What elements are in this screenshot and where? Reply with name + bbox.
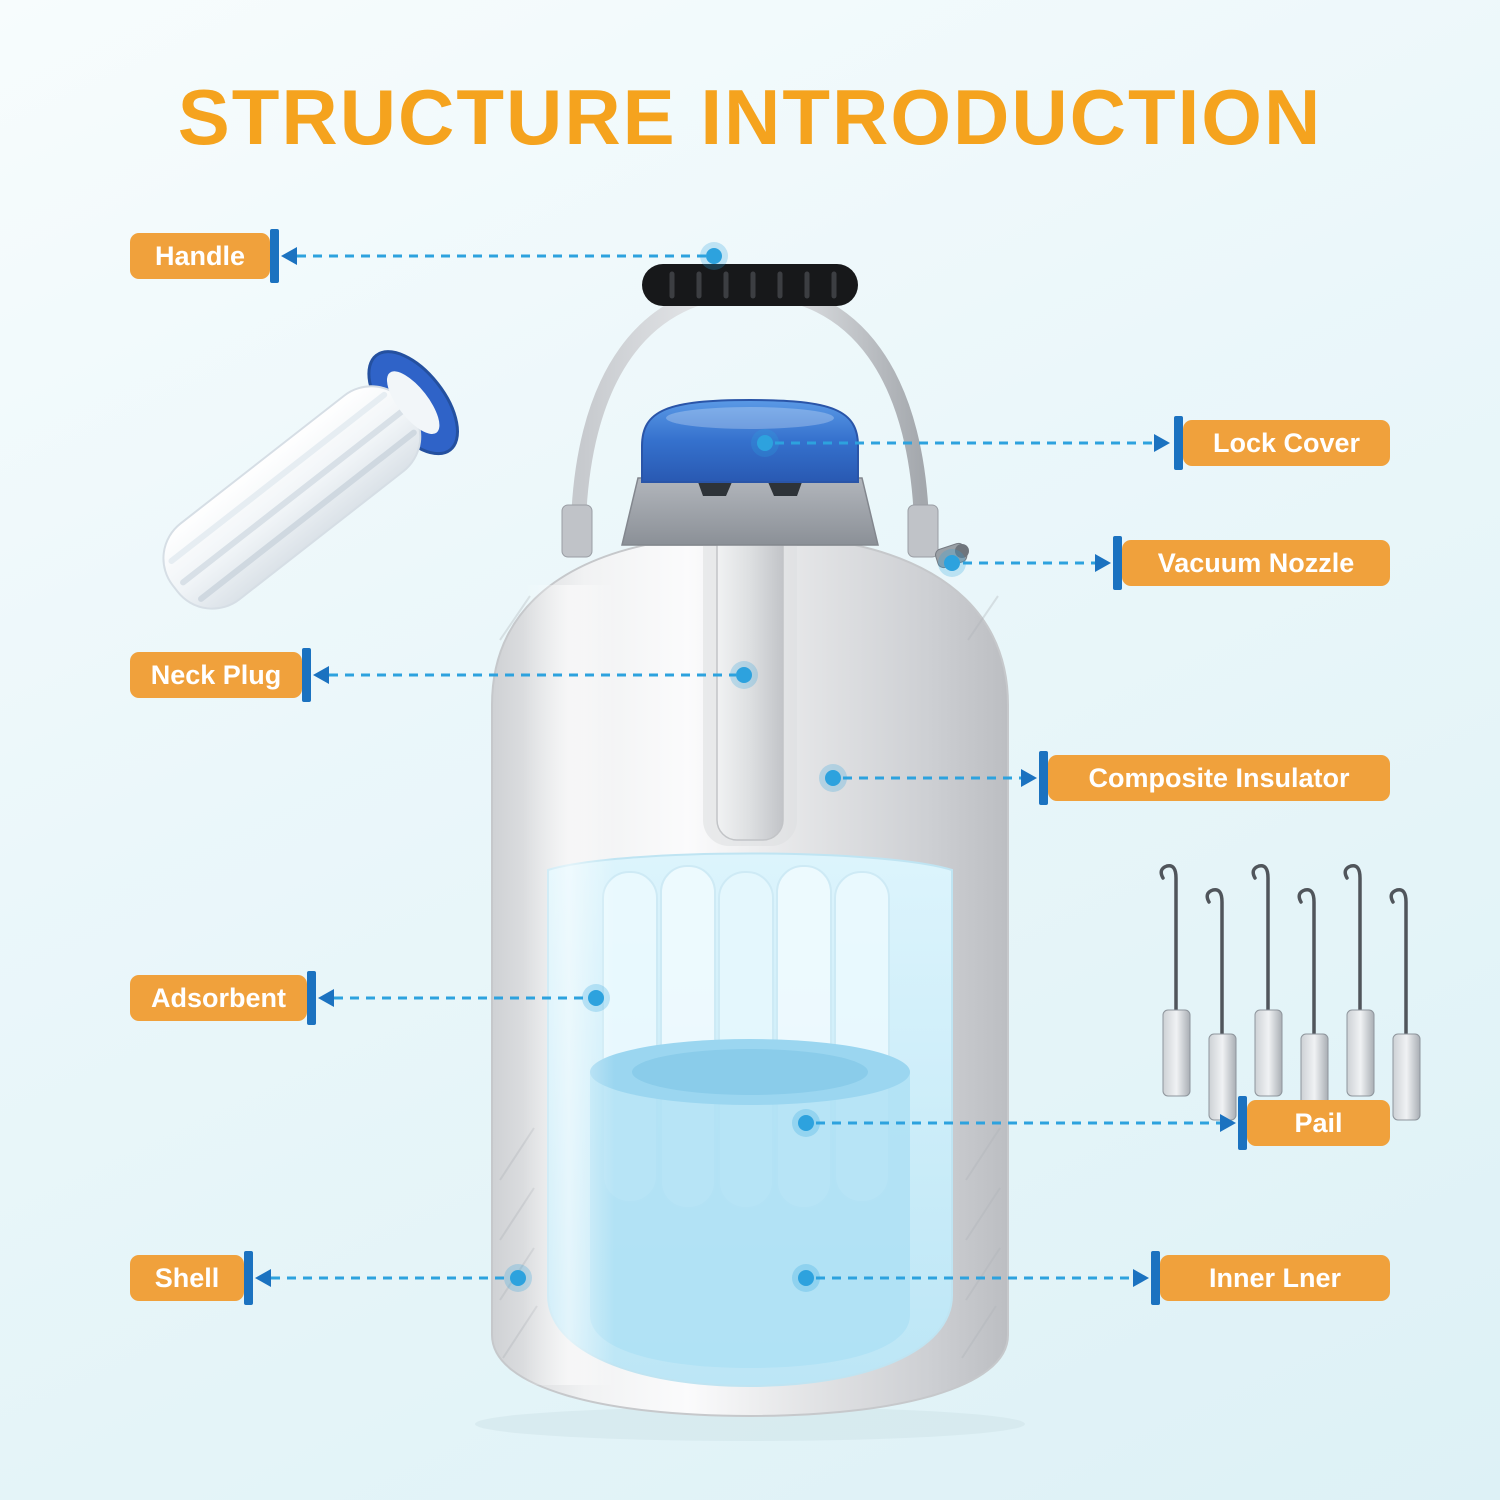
hook-canister [1251,864,1283,1097]
label-accent-bar [244,1251,253,1305]
label-text: Lock Cover [1212,427,1361,458]
connector-lock-cover [751,429,1170,457]
label-text: Composite Insulator [1088,762,1350,793]
label-neck-plug: Neck Plug [130,648,311,702]
connector-pail [792,1109,1236,1137]
label-accent-bar [1151,1251,1160,1305]
connector-composite-insulator [819,764,1037,792]
hook-canister [1205,888,1237,1121]
label-composite-insulator: Composite Insulator [1039,751,1390,805]
hook-canister [1389,888,1421,1121]
label-adsorbent: Adsorbent [130,971,316,1025]
pail-shape [590,1039,910,1368]
tank-illustration [491,264,1009,1418]
connector-shell [255,1264,532,1292]
handle-mount-right [907,504,939,558]
label-text: Neck Plug [150,659,282,690]
label-inner-liner: Inner Lner [1151,1251,1390,1305]
label-accent-bar [270,229,279,283]
hook-canister [1343,864,1375,1097]
lock-cover-cap [641,398,859,483]
label-pail: Pail [1238,1096,1390,1150]
label-text: Inner Lner [1208,1262,1342,1293]
label-accent-bar [1113,536,1122,590]
label-text: Pail [1294,1107,1343,1138]
collar-vent-right [768,482,802,496]
body-highlight [523,585,615,1385]
hook-canister [1159,864,1191,1097]
connector-adsorbent [318,984,610,1012]
connector-vacuum-nozzle [938,549,1111,577]
handle-mount-left [561,504,593,558]
canister-hooks [1159,864,1421,1121]
label-text: Adsorbent [151,982,286,1013]
collar-vent-left [698,482,732,496]
connector-handle [281,242,728,270]
label-shell: Shell [130,1251,253,1305]
hook-canister [1297,888,1329,1121]
label-vacuum-nozzle: Vacuum Nozzle [1113,536,1390,590]
neck-collar [621,477,879,546]
label-accent-bar [302,648,311,702]
page-title: STRUCTURE INTRODUCTION [177,73,1323,161]
label-handle: Handle [130,229,279,283]
label-accent-bar [1039,751,1048,805]
label-text: Handle [154,240,246,271]
connector-inner-liner [792,1264,1149,1292]
connectors [255,242,1236,1292]
connector-neck-plug [313,661,758,689]
cutaway-interior [547,852,953,1388]
label-accent-bar [1238,1096,1247,1150]
label-accent-bar [1174,416,1183,470]
handle-grip [642,264,858,306]
brushed-texture [499,595,1001,1359]
label-text: Vacuum Nozzle [1157,547,1355,578]
cap-highlight [666,407,834,429]
tank-shadow [475,1407,1025,1441]
label-accent-bar [307,971,316,1025]
neck-plug-illustration [162,350,459,610]
label-text: Shell [154,1262,220,1293]
label-lock-cover: Lock Cover [1174,416,1390,470]
